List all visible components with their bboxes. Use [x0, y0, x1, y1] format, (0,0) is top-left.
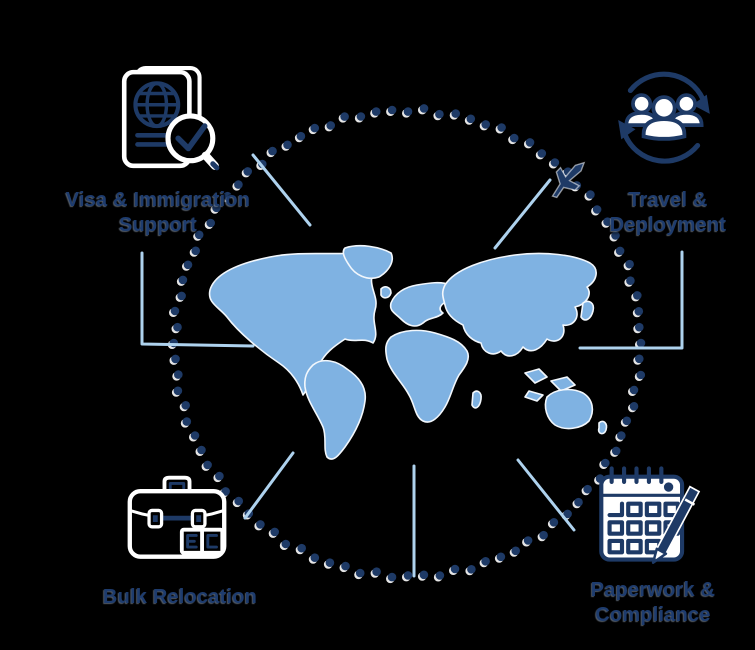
connector-top-left	[251, 153, 312, 227]
island-madagascar	[471, 390, 482, 409]
connector-top-right	[493, 178, 552, 250]
passport-search-icon	[121, 66, 220, 171]
label-travel-deployment: Travel & Deployment	[568, 188, 755, 238]
node-bulk-relocation	[124, 472, 230, 572]
label-line: Paperwork &	[590, 579, 716, 601]
island-indonesia-2	[550, 376, 576, 392]
connector-left-elbow	[140, 251, 255, 348]
calendar-pencil-icon	[599, 466, 701, 564]
connector-right-elbow	[578, 250, 684, 350]
label-line: Deployment	[609, 214, 727, 236]
connector-lines	[140, 153, 684, 578]
island-uk	[380, 286, 392, 299]
island-indonesia-1	[524, 368, 548, 384]
label-line: Travel &	[628, 189, 708, 211]
continent-europe	[389, 281, 456, 327]
people-cycle-icon	[618, 71, 710, 164]
island-new-zealand	[597, 420, 608, 435]
island-greenland	[342, 245, 394, 280]
continent-asia	[441, 252, 597, 357]
island-japan	[580, 300, 595, 321]
label-paperwork-compliance: Paperwork & Compliance	[548, 578, 755, 628]
airplane-icon	[551, 161, 586, 199]
connector-bottom-left	[243, 451, 295, 520]
label-line: Bulk Relocation	[102, 586, 258, 608]
island-indonesia-3	[524, 390, 544, 402]
label-bulk-relocation: Bulk Relocation	[60, 585, 300, 610]
connector-bottom-right	[516, 458, 576, 532]
label-line: Visa & Immigration	[65, 189, 251, 211]
continent-africa	[385, 329, 470, 423]
world-map	[208, 245, 608, 460]
dotted-circle	[167, 104, 646, 584]
pencil	[651, 485, 701, 564]
node-paperwork-compliance	[593, 462, 709, 566]
node-travel-deployment	[608, 62, 720, 174]
briefcase-icon	[127, 475, 227, 559]
node-visa-immigration-support	[112, 64, 224, 176]
continent-south-america	[304, 359, 367, 460]
continent-australia	[544, 388, 594, 430]
continent-north-america	[208, 252, 377, 396]
label-visa-immigration-support: Visa & Immigration Support	[38, 188, 278, 238]
label-line: Compliance	[595, 604, 711, 626]
label-line: Support	[118, 214, 198, 236]
